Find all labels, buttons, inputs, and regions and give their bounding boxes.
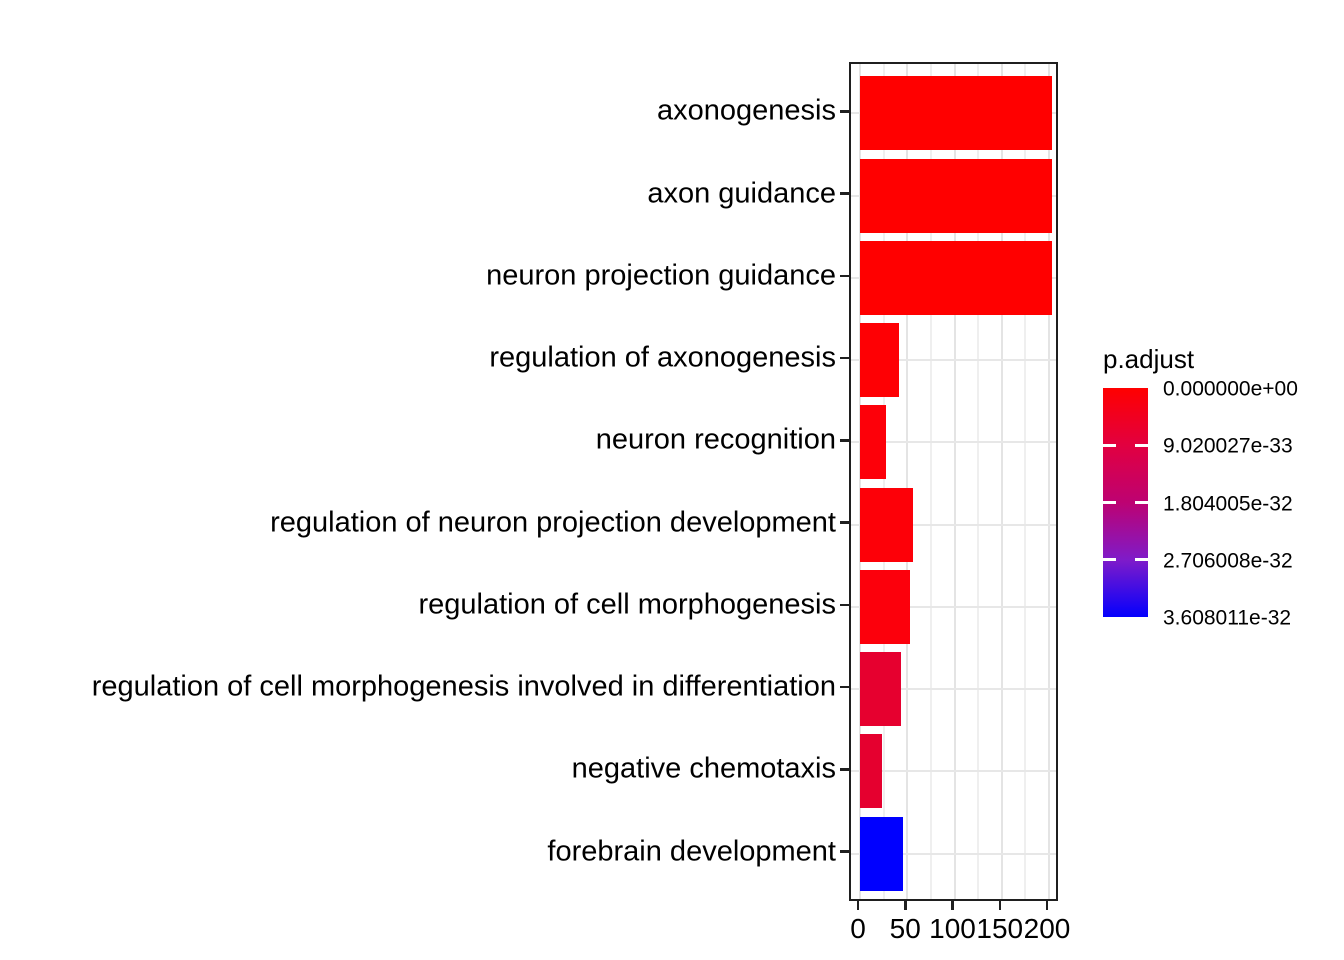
x-gridline-75	[929, 64, 932, 899]
y-tick	[840, 356, 849, 360]
legend-notch-right	[1135, 501, 1148, 504]
x-gridline-25	[882, 64, 885, 899]
x-tick	[1045, 901, 1049, 910]
category-label: neuron recognition	[595, 423, 836, 456]
legend-tick-label: 2.706008e-32	[1163, 549, 1293, 573]
category-label: forebrain development	[547, 835, 836, 868]
bar-axonogenesis	[860, 76, 1052, 151]
x-tick-label: 150	[976, 913, 1024, 944]
legend-tick-label: 0.000000e+00	[1163, 377, 1298, 401]
category-label: neuron projection guidance	[486, 259, 836, 292]
category-label: negative chemotaxis	[571, 752, 836, 785]
y-gridline	[851, 441, 1056, 444]
plot-panel	[849, 62, 1058, 901]
category-label: regulation of cell morphogenesis	[418, 588, 836, 621]
x-tick	[856, 901, 860, 910]
bar-forebrain-development	[860, 816, 904, 891]
x-gridline-200	[1048, 64, 1050, 899]
y-gridline	[851, 359, 1056, 362]
x-tick	[904, 901, 907, 910]
legend-notch-left	[1103, 443, 1116, 447]
y-tick	[840, 521, 849, 524]
legend-title: p.adjust	[1103, 344, 1195, 374]
bar-regulation-of-cell-morphogenesis	[860, 569, 911, 644]
bar-regulation-of-neuron-projection-development	[860, 487, 913, 562]
category-label: regulation of cell morphogenesis involve…	[91, 670, 836, 703]
y-gridline	[851, 605, 1056, 608]
y-tick	[840, 439, 849, 442]
bar-neuron-projection-guidance	[860, 240, 1052, 315]
legend-tick-label: 1.804005e-32	[1163, 492, 1293, 515]
x-tick	[951, 901, 954, 910]
y-gridline	[851, 688, 1056, 691]
bar-negative-chemotaxis	[860, 734, 882, 809]
category-label: axonogenesis	[657, 94, 836, 127]
x-gridline-175	[1024, 64, 1027, 899]
x-gridline-150	[1000, 64, 1003, 899]
y-tick	[840, 685, 849, 689]
bar-neuron-recognition	[860, 405, 887, 480]
x-tick-label: 50	[889, 913, 921, 944]
x-gridline-100	[953, 64, 956, 899]
y-gridline	[851, 523, 1056, 526]
category-label: regulation of neuron projection developm…	[270, 506, 836, 539]
x-gridline-50	[906, 64, 909, 899]
y-tick	[840, 274, 849, 278]
y-tick	[840, 768, 849, 771]
x-tick	[998, 901, 1001, 910]
category-label: axon guidance	[647, 177, 836, 210]
x-tick-label: 200	[1023, 913, 1071, 944]
y-tick	[840, 110, 849, 113]
y-tick	[840, 850, 849, 853]
x-gridline-125	[977, 64, 980, 899]
legend-notch-right	[1135, 558, 1148, 562]
legend-notch-right	[1135, 443, 1148, 447]
x-tick-label: 100	[929, 913, 976, 944]
category-label: regulation of axonogenesis	[489, 341, 836, 374]
y-gridline	[851, 852, 1056, 855]
bar-axon-guidance	[860, 158, 1052, 233]
x-tick-label: 0	[850, 913, 866, 944]
bar-regulation-of-cell-morphogenesis-involved-in-differentiation	[860, 652, 901, 727]
y-tick	[840, 192, 849, 195]
legend-notch-left	[1103, 558, 1116, 562]
legend-tick-label: 3.608011e-32	[1163, 606, 1292, 630]
legend-notch-left	[1103, 501, 1116, 504]
x-gridline-0	[859, 64, 861, 899]
y-tick	[840, 603, 849, 607]
legend-tick-label: 9.020027e-33	[1163, 434, 1293, 458]
bar-regulation-of-axonogenesis	[860, 323, 899, 398]
y-gridline	[851, 770, 1056, 773]
